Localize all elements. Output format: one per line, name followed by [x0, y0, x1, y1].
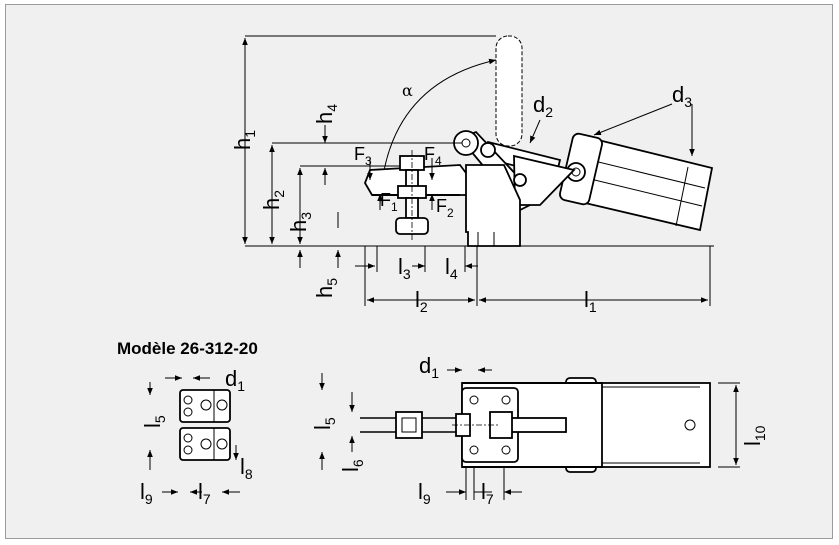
detail-dim-l9: l9: [140, 479, 153, 507]
model-title: Modèle 26-312-20: [117, 339, 258, 358]
top-view: d1 l5 l6 l10 l9 l7: [310, 353, 768, 507]
dim-h1: h1: [230, 130, 258, 150]
force-F1: F1: [380, 190, 398, 214]
top-dim-l9: l9: [418, 479, 431, 507]
dim-l2: l2: [415, 287, 428, 315]
top-dim-d1: d1: [419, 353, 439, 381]
detail-dim-d1: d1: [225, 366, 245, 394]
detail-dim-l7: l7: [198, 479, 211, 507]
force-F2: F2: [436, 196, 454, 220]
spindle: [395, 150, 429, 240]
top-dim-l5: l5: [310, 417, 338, 430]
dim-h3: h3: [286, 212, 314, 232]
clamp-arm: [364, 130, 479, 196]
dim-l3: l3: [398, 254, 411, 282]
base-detail: d1 l5 l8 l9 l7: [140, 366, 253, 507]
dim-h5: h5: [312, 278, 340, 298]
top-dim-l7: l7: [481, 479, 494, 507]
dim-l4: l4: [445, 254, 458, 282]
detail-dim-l5: l5: [140, 415, 168, 428]
dim-d2: d2: [533, 92, 553, 120]
pneumatic-cylinder: [559, 132, 714, 232]
top-dim-l10: l10: [740, 425, 768, 446]
dim-d3: d3: [672, 82, 692, 110]
top-dim-l6: l6: [338, 459, 366, 472]
side-view: α h1 h2 h3 h4 h5 d2 d3 F1 F2 F3 F4 l1 l2…: [230, 35, 714, 315]
force-F4: F4: [424, 144, 442, 168]
dim-l1: l1: [584, 287, 597, 315]
force-F3: F3: [354, 144, 372, 168]
detail-dim-l8: l8: [240, 454, 253, 482]
open-lever-outline: [495, 35, 523, 147]
dim-h4: h4: [312, 104, 340, 124]
dim-h2: h2: [259, 190, 287, 210]
angle-label: α: [402, 81, 413, 100]
